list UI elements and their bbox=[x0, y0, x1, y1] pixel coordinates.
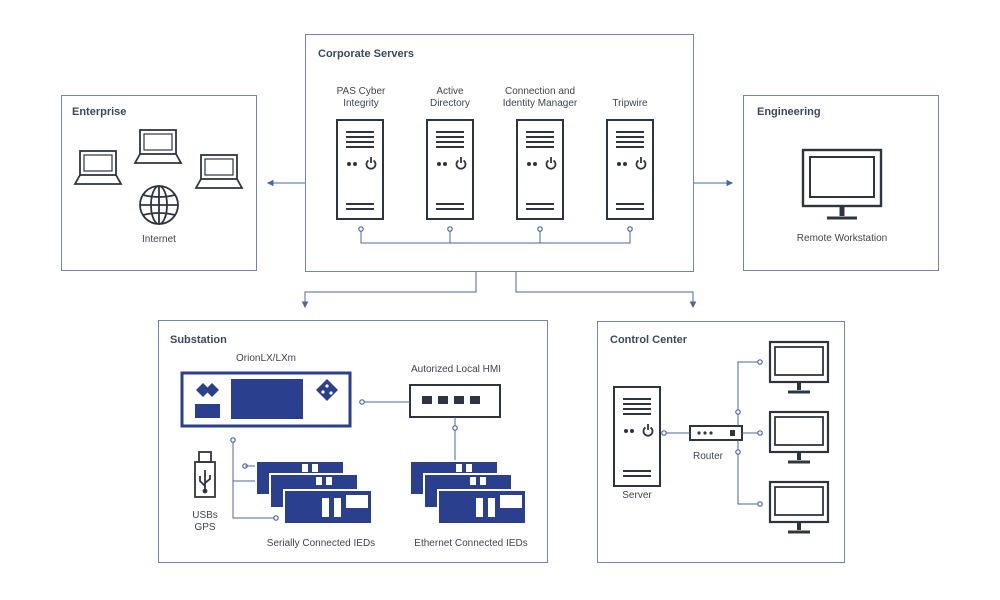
remote-workstation-label: Remote Workstation bbox=[796, 233, 888, 244]
server-label: PAS Cyber Integrity bbox=[321, 86, 401, 110]
orionlx-device bbox=[180, 371, 352, 428]
connector-arrows bbox=[266, 179, 734, 309]
server-tripwire bbox=[606, 119, 654, 220]
laptop-icon bbox=[195, 154, 243, 189]
server-label: Connection and Identity Manager bbox=[490, 86, 590, 110]
orionlx-label: OrionLX/LXm bbox=[235, 353, 297, 364]
monitor-icon bbox=[768, 480, 830, 534]
control-center-title: Control Center bbox=[610, 334, 687, 346]
monitor-icon bbox=[768, 340, 830, 394]
server-label: Server bbox=[622, 490, 652, 501]
corporate-servers-title: Corporate Servers bbox=[318, 48, 414, 60]
enterprise-title: Enterprise bbox=[72, 106, 127, 118]
substation-title: Substation bbox=[170, 334, 227, 346]
laptop-icon bbox=[134, 129, 182, 164]
control-server-icon bbox=[613, 386, 661, 487]
router-icon bbox=[689, 425, 743, 441]
monitor-icon bbox=[768, 410, 830, 464]
server-active-directory bbox=[426, 119, 474, 220]
control-nodes bbox=[661, 359, 763, 507]
router-label: Router bbox=[692, 451, 723, 462]
ethernet-ied-stack bbox=[409, 460, 527, 525]
globe-icon bbox=[139, 185, 179, 225]
hmi-label: Autorized Local HMI bbox=[410, 364, 502, 375]
serial-ied-stack bbox=[255, 460, 373, 525]
server-label-line: Connection and bbox=[504, 86, 576, 97]
control-connectors bbox=[664, 361, 760, 505]
server-label-line bbox=[590, 86, 670, 98]
usb-gps-label: USBs GPS bbox=[185, 510, 225, 534]
serial-ieds-label: Serially Connected IEDs bbox=[266, 538, 376, 549]
usb-label: USBs bbox=[192, 510, 218, 521]
server-label-line: Tripwire bbox=[612, 98, 648, 109]
server-label-line: Directory bbox=[429, 98, 470, 109]
server-label: Tripwire bbox=[590, 86, 670, 110]
monitor-icon bbox=[803, 150, 881, 218]
ethernet-ieds-label: Ethernet Connected IEDs bbox=[414, 538, 528, 549]
hmi-switch bbox=[409, 384, 501, 418]
engineering-title: Engineering bbox=[757, 106, 821, 118]
gps-label: GPS bbox=[194, 522, 216, 533]
server-label-line: Active bbox=[436, 86, 464, 97]
server-label-line: Integrity bbox=[343, 98, 379, 109]
server-label: Active Directory bbox=[410, 86, 490, 110]
internet-label: Internet bbox=[142, 234, 176, 245]
laptop-icon bbox=[74, 150, 122, 185]
server-label-line: Identity Manager bbox=[502, 98, 578, 109]
server-label-line: PAS Cyber bbox=[336, 86, 386, 97]
server-pas-cyber-integrity bbox=[336, 119, 384, 220]
corporate-bus bbox=[360, 229, 631, 244]
bus-nodes bbox=[358, 226, 633, 232]
server-connection-identity-manager bbox=[516, 119, 564, 220]
enterprise-panel bbox=[61, 95, 257, 271]
usb-icon bbox=[194, 451, 216, 498]
